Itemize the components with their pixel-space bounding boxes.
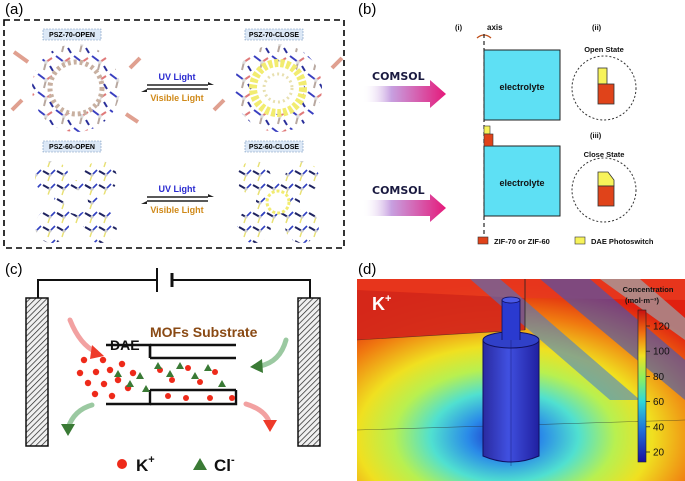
tag-psz70-close: PSZ-70-CLOSE	[249, 32, 300, 39]
tag-box	[42, 140, 102, 153]
tag-psz70-open: PSZ-70-OPEN	[49, 32, 95, 39]
label-i: (i)	[455, 23, 463, 32]
electrolyte-box-top	[483, 49, 561, 121]
panel-b: (b) COMSOL COMSOL (i) axis electrolyte e…	[358, 1, 654, 246]
zif-channel	[483, 133, 494, 147]
legend-dae-swatch	[574, 236, 586, 245]
colorbar-tick-label: 120	[653, 322, 670, 333]
cl-ion-legend-label: Cl-	[214, 454, 235, 475]
legend-zif-swatch	[477, 236, 489, 245]
psz70-open-structure	[10, 44, 142, 132]
cl-ions	[114, 362, 226, 392]
psz60-close-structure	[237, 161, 319, 243]
colorbar-tick-label: 20	[653, 448, 665, 459]
light-switch-top: UV Light Visible Light	[141, 72, 214, 103]
colorbar-tick-label: 40	[653, 422, 665, 433]
psz70-close-structure	[212, 44, 344, 132]
light-switch-bottom: UV Light Visible Light	[141, 184, 214, 215]
close-dae-block	[597, 171, 615, 187]
open-zif-block	[597, 83, 615, 105]
tag-psz60-open: PSZ-60-OPEN	[49, 144, 95, 151]
circuit-wire	[37, 279, 311, 298]
k-ions	[76, 356, 235, 401]
k-ion-legend-label: K+	[136, 454, 155, 475]
panel-d: (d) K+ Concentration (mol·m⁻³) 120 100	[356, 261, 685, 481]
colorbar-tick-label: 60	[653, 397, 665, 408]
dae-channel	[483, 125, 491, 135]
close-zif-block	[597, 185, 615, 207]
tag-box	[244, 28, 304, 41]
electrode-left	[25, 297, 49, 447]
colorbar	[637, 309, 647, 463]
flow-arrowhead	[61, 424, 75, 436]
panel-c-label: (c)	[5, 261, 23, 278]
flow-arrowhead	[90, 345, 104, 359]
legend-dae-label: DAE Photoswitch	[591, 237, 654, 246]
panel-b-label: (b)	[358, 1, 376, 18]
electrolyte-label-top: electrolyte	[499, 82, 544, 92]
colorbar-tick-label: 100	[653, 347, 670, 358]
open-state-circle	[571, 55, 637, 121]
panel-c: (c) DAE MOFs Substrate	[5, 261, 321, 475]
psz60-open-structure	[35, 161, 117, 243]
comsol-arrow-bottom	[362, 194, 446, 222]
label-iii: (iii)	[590, 131, 602, 140]
k-ion-legend-dot	[117, 459, 127, 469]
cl-ion-legend-triangle	[193, 458, 207, 470]
legend-zif-label: ZIF-70 or ZIF-60	[494, 237, 550, 246]
panel-d-label: (d)	[358, 261, 376, 278]
flow-arrow-cl-in	[257, 337, 289, 369]
flow-arrowhead	[263, 420, 277, 432]
comsol-arrow-top	[362, 80, 446, 108]
axis-label: axis	[487, 23, 503, 32]
tag-box	[244, 140, 304, 153]
comsol-label-bottom: COMSOL	[372, 184, 425, 197]
mofs-label: MOFs Substrate	[150, 324, 258, 340]
close-state-label: Close State	[584, 150, 625, 159]
flow-arrowhead	[250, 359, 263, 373]
electrolyte-box-bottom	[483, 145, 561, 217]
electrode-right	[297, 297, 321, 447]
close-state-circle	[571, 157, 637, 223]
colorbar-tick-label: 80	[653, 372, 665, 383]
open-dae-block	[597, 67, 608, 85]
visible-light-label: Visible Light	[150, 93, 203, 103]
label-ii: (ii)	[592, 23, 602, 32]
comsol-label-top: COMSOL	[372, 70, 425, 83]
colorbar-unit: (mol·m⁻³)	[625, 296, 659, 305]
dae-label: DAE	[110, 337, 140, 353]
uv-light-label: UV Light	[159, 184, 196, 194]
panel-a-label: (a)	[5, 1, 23, 18]
electrolyte-label-bottom: electrolyte	[499, 178, 544, 188]
colorbar-title: Concentration	[623, 285, 674, 294]
visible-light-label: Visible Light	[150, 205, 203, 215]
panel-a-frame	[3, 19, 345, 249]
uv-light-label: UV Light	[159, 72, 196, 82]
tag-box	[42, 28, 102, 41]
nanochannel-walls	[148, 343, 238, 406]
colorbar-ticks: 120 100 80 60 40 20	[646, 322, 670, 459]
panel-a: (a) PSZ-70-OPEN PSZ-70-CLOSE PSZ-60-OPEN…	[3, 1, 345, 249]
concentration-field	[356, 279, 685, 481]
k-field-label: K+	[372, 293, 391, 314]
open-state-label: Open State	[584, 45, 624, 54]
tag-psz60-close: PSZ-60-CLOSE	[249, 144, 300, 151]
